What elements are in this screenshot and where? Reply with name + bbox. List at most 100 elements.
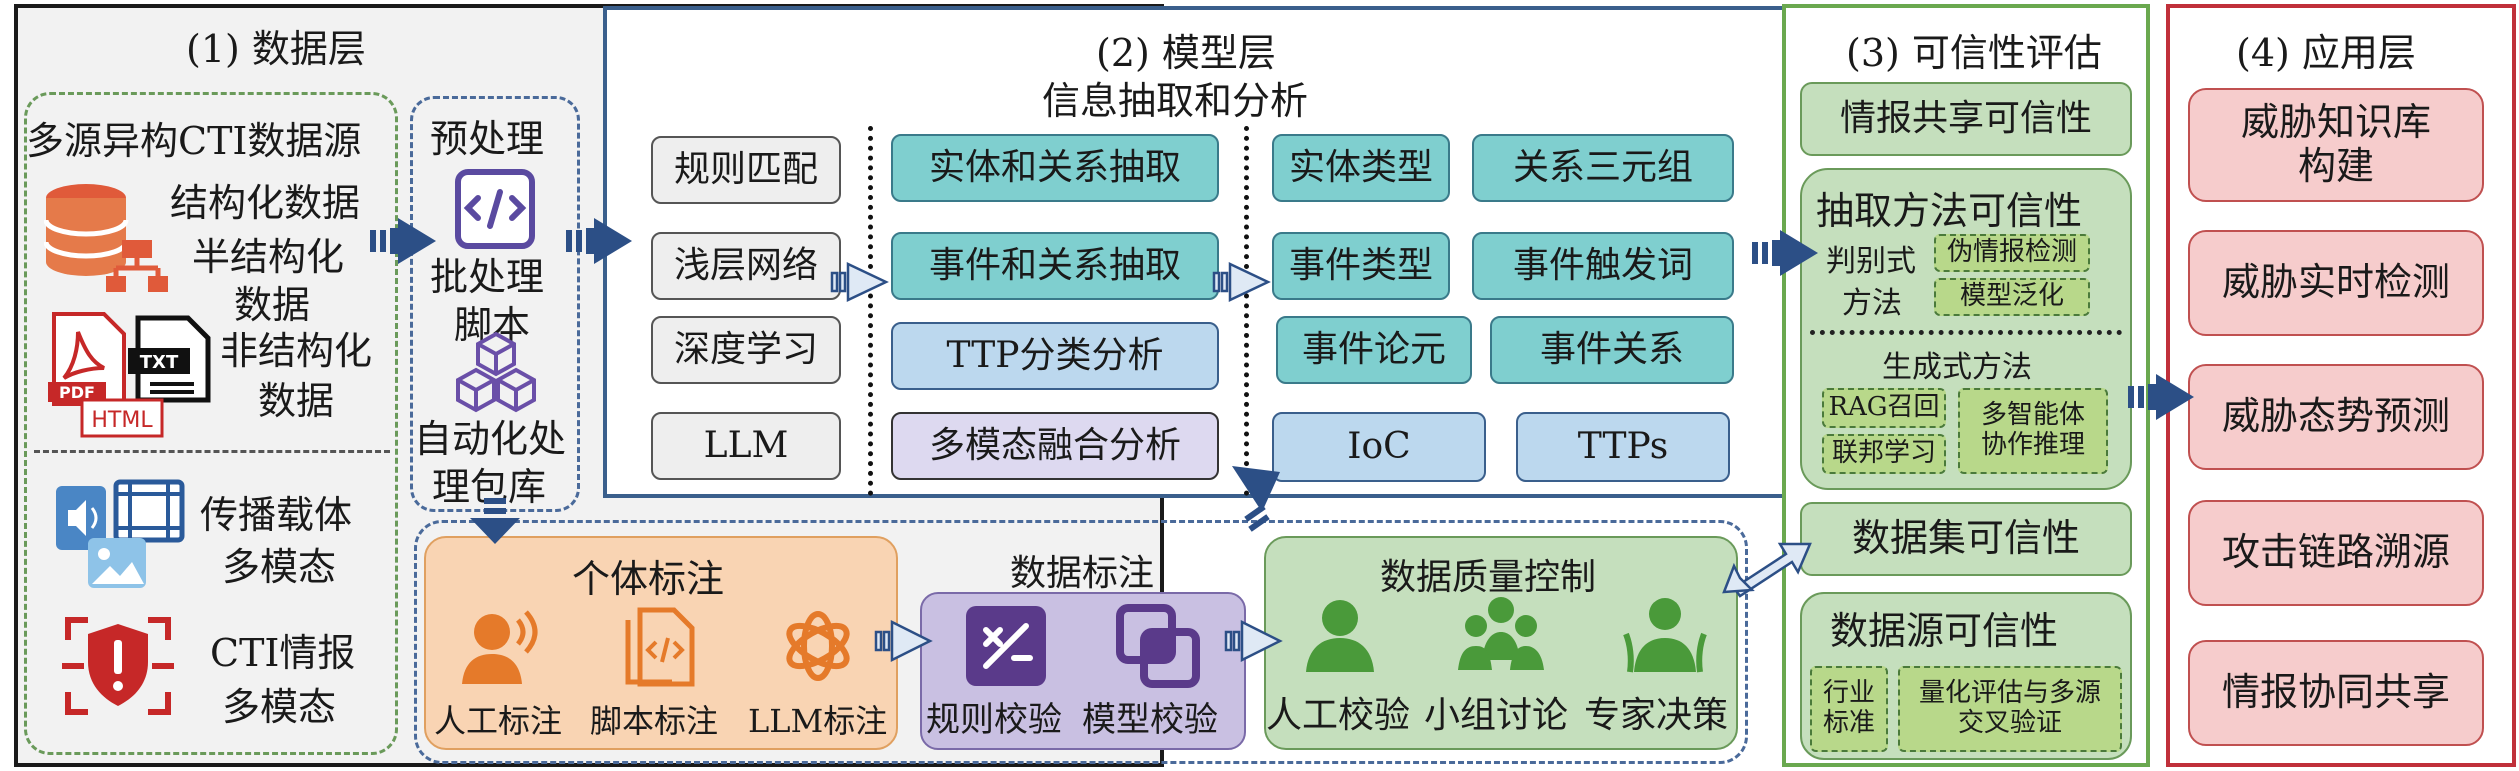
txt-file-icon: TXT <box>128 315 211 403</box>
threat-realtime-detection: 威胁实时检测 <box>2188 230 2484 336</box>
fake-intel-detection: 伪情报检测 <box>1934 234 2090 272</box>
task-multimodal: 多模态融合分析 <box>891 412 1219 480</box>
arrow-methods-to-tasks <box>830 262 889 302</box>
manual-check-label: 人工校验 <box>1266 695 1411 736</box>
arrow-tasks-to-outputs <box>1212 262 1271 302</box>
user-icon <box>1306 600 1374 672</box>
task-event-relation: 事件和关系抽取 <box>891 232 1219 300</box>
extraction-trust-title: 抽取方法可信性 <box>1816 189 2083 233</box>
output-event-trigger: 事件触发词 <box>1472 232 1734 300</box>
script-annotation-label: 脚本标注 <box>590 702 719 740</box>
batch-script-label-2: 脚本 <box>454 303 531 347</box>
shield-alert-icon <box>62 617 174 715</box>
arrow-model-to-trust <box>1752 230 1818 276</box>
industry-standard: 行业 标准 <box>1810 666 1888 752</box>
sources-title: 多源异构CTI数据源 <box>26 119 362 163</box>
output-ttps: TTPs <box>1516 412 1730 482</box>
unstructured-label-2: 数据 <box>258 379 335 423</box>
audio-video-image-icon <box>56 479 185 588</box>
expert-decision-label: 专家决策 <box>1584 695 1729 736</box>
pdf-label: PDF <box>59 383 95 402</box>
application-layer-title: (4) 应用层 <box>2236 31 2416 75</box>
unstructured-label-1: 非结构化 <box>220 329 373 373</box>
task-ttp-analysis: TTP分类分析 <box>891 322 1219 390</box>
output-event-type: 事件类型 <box>1272 232 1450 300</box>
semi-structured-label-1: 半结构化 <box>192 235 345 279</box>
group-icon <box>1458 597 1544 670</box>
data-layer-title: (1) 数据层 <box>186 27 366 71</box>
dotted-separator-left <box>868 126 873 496</box>
arrow-annotation-to-model <box>1232 466 1280 532</box>
method-llm: LLM <box>651 412 841 480</box>
multi-agent-label-2: 协作推理 <box>1980 430 2085 460</box>
arrow-labeling-to-quality <box>1224 619 1283 663</box>
dataset-trust: 数据集可信性 <box>1800 502 2132 576</box>
multi-agent-reasoning: 多智能体 协作推理 <box>1958 388 2108 474</box>
arrow-quality-to-dataset-trust <box>1722 542 1812 598</box>
method-deep-learning: 深度学习 <box>651 316 841 384</box>
output-event-relation: 事件关系 <box>1490 316 1734 384</box>
structured-label: 结构化数据 <box>170 181 361 225</box>
dotted-separator-right <box>1244 126 1249 496</box>
output-relation-triple: 关系三元组 <box>1472 134 1734 202</box>
html-file-icon: HTML <box>80 398 164 438</box>
industry-label-2: 标准 <box>1822 708 1875 738</box>
quant-eval-verification: 量化评估与多源 交叉验证 <box>1898 666 2122 752</box>
preprocess-title: 预处理 <box>430 117 545 161</box>
threat-situation-prediction: 威胁态势预测 <box>2188 364 2484 470</box>
industry-label-1: 行业 <box>1822 678 1875 709</box>
arrow-individual-to-labeling <box>874 619 933 663</box>
attack-chain-tracing: 攻击链路溯源 <box>2188 500 2484 606</box>
cube-packages-icon <box>456 331 536 413</box>
extraction-divider <box>1810 330 2122 335</box>
discriminative-label-1: 判别式 <box>1826 244 1916 279</box>
experts-icon <box>1623 598 1707 673</box>
model-generalization: 模型泛化 <box>1934 278 2090 316</box>
quality-control-title: 数据质量控制 <box>1380 557 1597 598</box>
html-label: HTML <box>91 408 153 433</box>
arrow-trust-to-application <box>2128 374 2194 420</box>
datasource-trust-title: 数据源可信性 <box>1830 609 2059 653</box>
quant-label-1: 量化评估与多源 <box>1918 678 2101 709</box>
sources-group <box>24 92 398 755</box>
output-ioc: IoC <box>1272 412 1486 482</box>
output-entity-type: 实体类型 <box>1272 134 1450 202</box>
threat-kb-label-1: 威胁知识库 <box>2240 100 2431 145</box>
person-voice-icon <box>462 610 538 684</box>
group-discussion-label: 小组讨论 <box>1424 695 1569 736</box>
arrow-preprocess-to-annotation <box>470 498 520 544</box>
cti-label-2: 多模态 <box>222 685 337 729</box>
trust-layer-title: (3) 可信性评估 <box>1846 31 2102 75</box>
model-layer-title-2: 信息抽取和分析 <box>1042 79 1309 123</box>
arrow-sources-to-preprocess <box>370 218 436 264</box>
carrier-label-1: 传播载体 <box>200 493 353 537</box>
method-shallow-net: 浅层网络 <box>651 232 841 300</box>
threat-kb-build: 威胁知识库 构建 <box>2188 88 2484 202</box>
model-check-icon <box>1116 604 1200 688</box>
arrow-preprocess-to-model <box>566 218 632 264</box>
model-check-label: 模型校验 <box>1082 700 1218 740</box>
cti-label-1: CTI情报 <box>210 631 356 675</box>
model-layer-title-1: (2) 模型层 <box>1096 31 1276 75</box>
federated-learning: 联邦学习 <box>1822 434 1946 474</box>
output-event-argument: 事件论元 <box>1276 316 1472 384</box>
task-entity-relation: 实体和关系抽取 <box>891 134 1219 202</box>
semi-structured-label-2: 数据 <box>234 283 311 327</box>
labeling-title: 数据标注 <box>1010 553 1155 594</box>
pdf-file-icon: PDF <box>48 312 126 406</box>
threat-kb-label-2: 构建 <box>2297 144 2374 188</box>
script-code-icon <box>455 169 535 249</box>
carrier-label-2: 多模态 <box>222 545 337 589</box>
manual-annotation-label: 人工标注 <box>434 702 563 740</box>
multi-agent-label-1: 多智能体 <box>1980 400 2085 431</box>
sources-divider <box>34 450 390 453</box>
rule-check-label: 规则校验 <box>926 700 1062 740</box>
intel-sharing-trust: 情报共享可信性 <box>1800 82 2132 156</box>
intel-collaborative-sharing: 情报协同共享 <box>2188 640 2484 746</box>
generative-label: 生成式方法 <box>1882 350 2032 385</box>
llm-annotation-label: LLM标注 <box>748 702 888 740</box>
rule-check-icon <box>966 606 1046 686</box>
annotation-group <box>414 520 1748 764</box>
openai-logo-icon <box>786 611 850 681</box>
